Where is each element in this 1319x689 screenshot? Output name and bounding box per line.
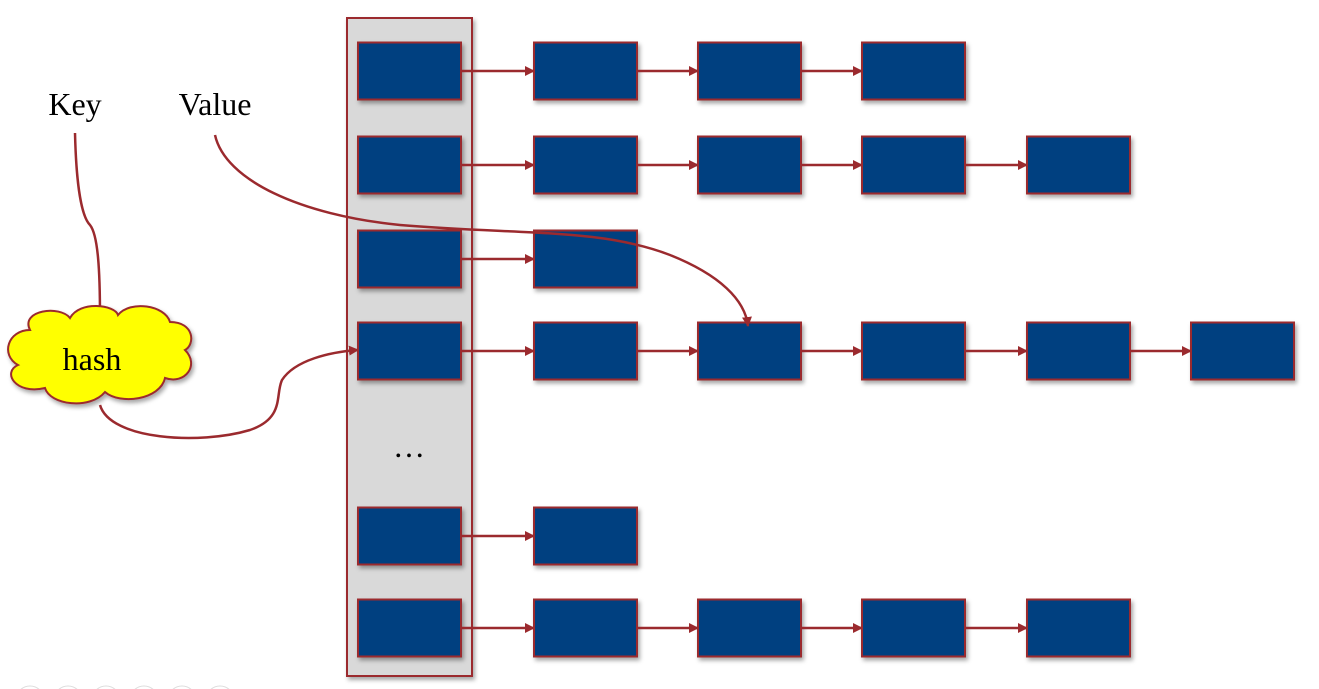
chain-node bbox=[861, 321, 966, 381]
hash-cloud bbox=[7, 305, 193, 405]
chain-node bbox=[533, 506, 638, 566]
key-label: Key bbox=[48, 86, 101, 122]
chain-node bbox=[1026, 321, 1131, 381]
chain-node bbox=[1026, 598, 1131, 658]
bucket-slot bbox=[357, 41, 462, 101]
bucket-slot bbox=[357, 321, 462, 381]
bucket-slot bbox=[357, 506, 462, 566]
key-to-hash-arrow bbox=[73, 132, 105, 319]
bucket-slot bbox=[357, 135, 462, 195]
chain-node bbox=[533, 321, 638, 381]
chain-node bbox=[861, 41, 966, 101]
chain-node bbox=[1026, 135, 1131, 195]
value-label: Value bbox=[179, 86, 252, 122]
hash-to-bucket-arrow bbox=[98, 345, 359, 440]
chain-node bbox=[533, 598, 638, 658]
chain-node bbox=[697, 41, 802, 101]
chain-node bbox=[697, 598, 802, 658]
value-to-node-arrow bbox=[213, 134, 752, 327]
ellipsis-label: … bbox=[393, 428, 425, 464]
chain-node bbox=[697, 135, 802, 195]
hash-label: hash bbox=[63, 341, 122, 377]
chain-node bbox=[697, 321, 802, 381]
bucket-slot bbox=[357, 229, 462, 289]
slide-nav-dots bbox=[20, 685, 230, 689]
chain-node bbox=[861, 135, 966, 195]
chain-node bbox=[1190, 321, 1295, 381]
chain-node bbox=[861, 598, 966, 658]
bucket-slot bbox=[357, 598, 462, 658]
chain-node bbox=[533, 135, 638, 195]
chain-node bbox=[533, 229, 638, 289]
chain-node bbox=[533, 41, 638, 101]
